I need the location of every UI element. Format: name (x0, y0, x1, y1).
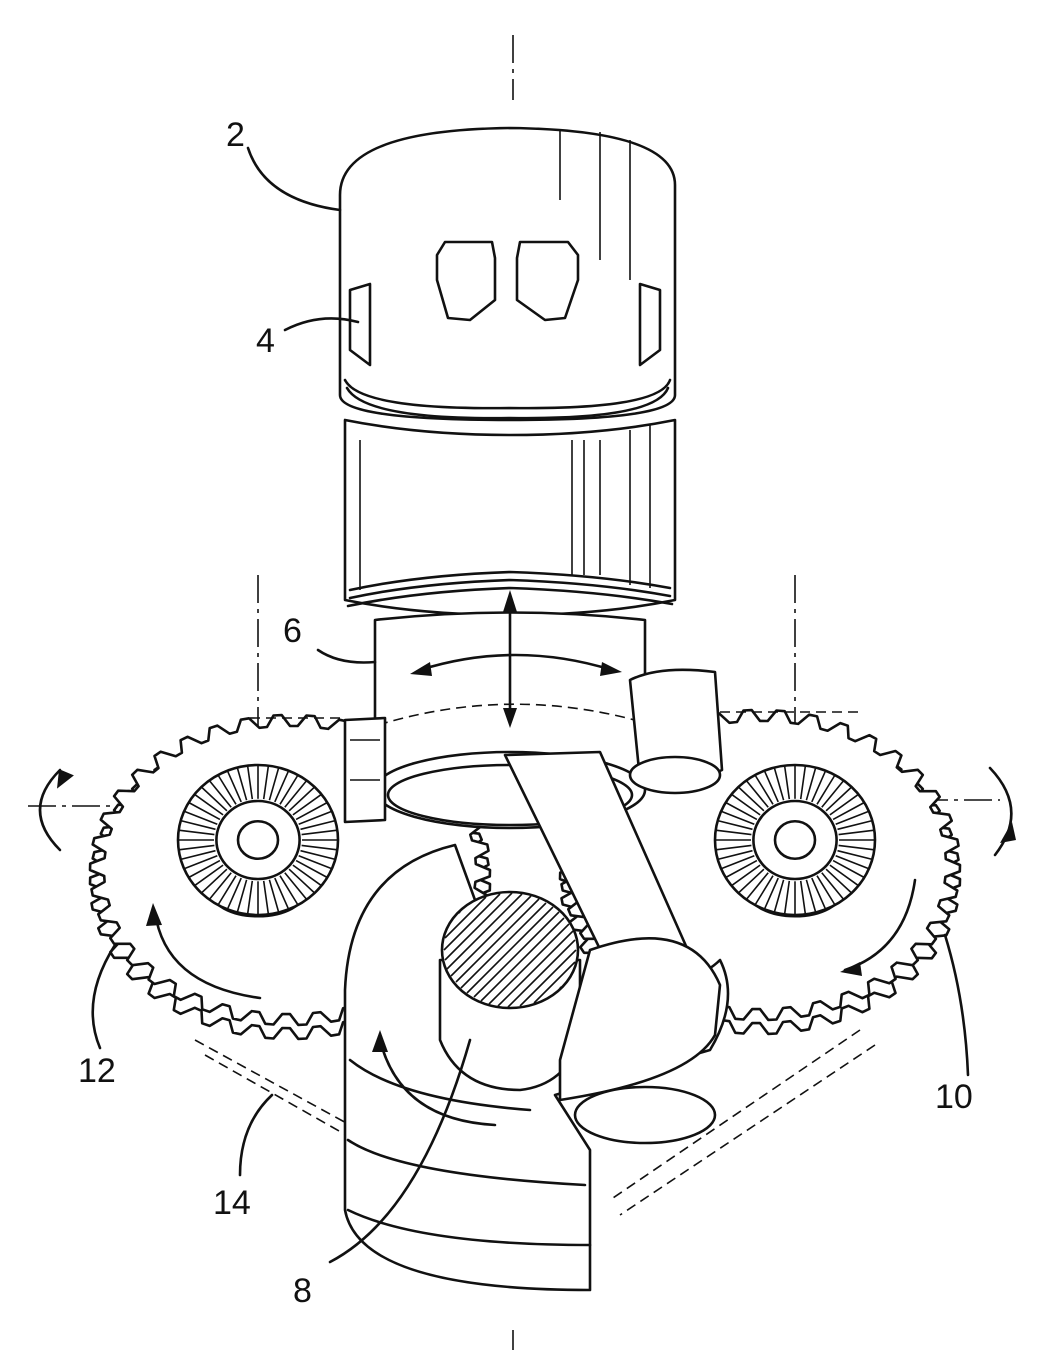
upper-housing (338, 126, 677, 617)
ref-numeral-12: 12 (78, 1052, 116, 1090)
carrier-outline (194, 711, 876, 1216)
ref-numeral-8: 8 (293, 1272, 312, 1310)
ref-numeral-6: 6 (283, 612, 302, 650)
left-clamp (343, 716, 387, 824)
ref-numeral-4: 4 (256, 322, 275, 360)
ref-numeral-10: 10 (935, 1078, 973, 1116)
right-clamp (628, 668, 724, 795)
rotation-arrows (38, 766, 1016, 1000)
ref-numeral-2: 2 (226, 116, 245, 154)
leader-lines (91, 146, 970, 1264)
left-bevel-gear (176, 763, 340, 918)
reference-numerals: 2 4 6 8 10 12 14 (78, 116, 973, 1310)
crank-cam (343, 750, 730, 1292)
right-bevel-gear (713, 763, 877, 918)
ref-numeral-14: 14 (213, 1184, 251, 1222)
